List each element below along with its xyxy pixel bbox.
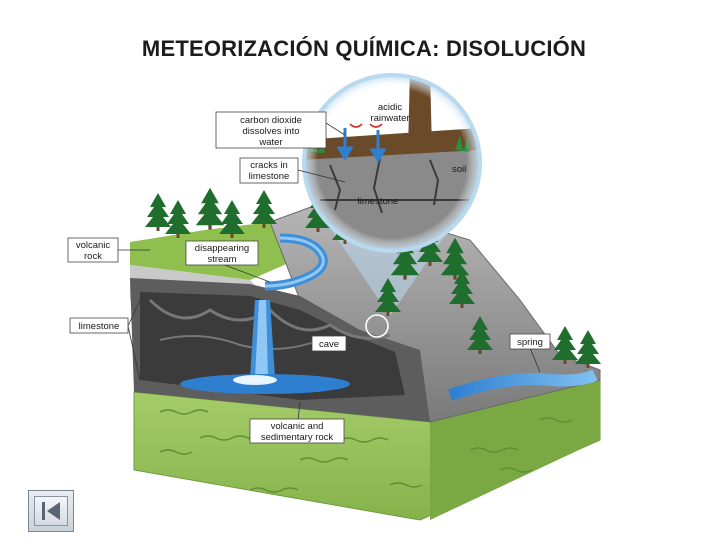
label-cave: cave bbox=[311, 335, 347, 352]
spring-text: spring bbox=[517, 337, 543, 348]
label-cracks: cracks in limestone bbox=[239, 157, 299, 184]
leader-lines bbox=[118, 122, 541, 421]
base-layer bbox=[133, 379, 601, 521]
slide-title: METEORIZACIÓN QUÍMICA: DISOLUCIÓN bbox=[141, 36, 587, 61]
label-carbon-dioxide: carbon dioxide dissolves into water bbox=[215, 111, 327, 149]
volcanic-rock-line-1: volcanic bbox=[76, 240, 111, 251]
cave-text: cave bbox=[319, 339, 339, 350]
lens-inset bbox=[302, 73, 482, 253]
label-volcanic-sedimentary: volcanic and sedimentary rock bbox=[249, 418, 345, 444]
first-slide-icon bbox=[34, 496, 68, 526]
volcanic-rock-line-2: rock bbox=[84, 251, 102, 262]
label-acidic-rainwater: acidic rainwater bbox=[370, 102, 409, 124]
label-spring: spring bbox=[509, 333, 551, 350]
volcanic-sedimentary-line-1: volcanic and bbox=[271, 421, 324, 432]
label-disappearing-stream: disappearing stream bbox=[185, 240, 259, 266]
cracks-line-2: limestone bbox=[249, 171, 290, 182]
first-slide-button[interactable] bbox=[28, 490, 74, 532]
label-limestone-inset: limestone bbox=[358, 196, 399, 207]
cave-section bbox=[130, 278, 430, 422]
carbon-dioxide-line-3: water bbox=[258, 137, 282, 148]
detail-marker bbox=[365, 314, 389, 338]
acidic-rainwater-line-2: rainwater bbox=[370, 113, 409, 124]
lens-connector bbox=[330, 228, 450, 316]
label-volcanic-rock: volcanic rock bbox=[67, 237, 119, 263]
carbon-dioxide-line-1: carbon dioxide bbox=[240, 115, 302, 126]
disappearing-stream-line-2: stream bbox=[207, 254, 236, 265]
carbon-dioxide-line-2: dissolves into bbox=[242, 126, 299, 137]
cracks-line-1: cracks in bbox=[250, 160, 287, 171]
spring-stream bbox=[448, 369, 598, 401]
limestone-text: limestone bbox=[79, 321, 120, 332]
disappearing-stream-line-1: disappearing bbox=[195, 243, 249, 254]
label-soil: soil bbox=[452, 164, 466, 175]
label-limestone: limestone bbox=[69, 317, 129, 334]
volcanic-sedimentary-line-2: sedimentary rock bbox=[261, 432, 334, 443]
acidic-rainwater-line-1: acidic bbox=[378, 102, 403, 113]
